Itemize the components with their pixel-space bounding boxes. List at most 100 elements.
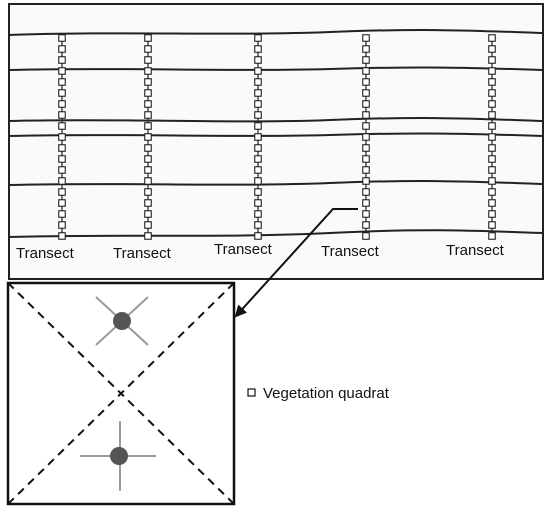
vegetation-quadrat xyxy=(144,232,152,240)
transect-2 xyxy=(144,34,152,240)
survey-line xyxy=(8,29,544,36)
transect-label-4: Transect xyxy=(321,243,380,260)
transect-label-1: Transect xyxy=(16,245,75,262)
transect-4 xyxy=(362,34,370,240)
vegetation-quadrat xyxy=(488,89,496,97)
vegetation-quadrat xyxy=(144,56,152,64)
legend: Vegetation quadrat xyxy=(247,385,390,402)
vegetation-quadrat xyxy=(144,221,152,229)
vegetation-quadrat xyxy=(58,210,66,218)
transect-1 xyxy=(58,34,66,240)
vegetation-quadrat xyxy=(488,155,496,163)
vegetation-quadrat xyxy=(362,111,370,119)
plant-marker xyxy=(80,421,156,491)
vegetation-quadrat xyxy=(58,155,66,163)
vegetation-quadrat xyxy=(58,78,66,86)
vegetation-quadrat xyxy=(488,78,496,86)
vegetation-quadrat xyxy=(58,111,66,119)
vegetation-quadrat xyxy=(144,122,152,130)
vegetation-quadrat xyxy=(254,45,262,53)
vegetation-quadrat xyxy=(488,67,496,75)
vegetation-quadrat xyxy=(362,67,370,75)
vegetation-quadrat xyxy=(488,188,496,196)
vegetation-quadrat xyxy=(362,78,370,86)
legend-label: Vegetation quadrat xyxy=(263,385,390,402)
survey-line xyxy=(8,66,544,71)
survey-lines xyxy=(8,29,544,238)
vegetation-quadrat xyxy=(144,188,152,196)
vegetation-quadrat xyxy=(58,89,66,97)
vegetation-quadrat xyxy=(58,56,66,64)
quadrat-detail xyxy=(6,281,236,506)
vegetation-quadrat xyxy=(58,144,66,152)
vegetation-quadrat xyxy=(254,56,262,64)
vegetation-quadrat xyxy=(254,188,262,196)
vegetation-quadrat xyxy=(362,155,370,163)
vegetation-quadrat xyxy=(488,166,496,174)
vegetation-quadrat xyxy=(58,45,66,53)
vegetation-quadrat xyxy=(254,210,262,218)
vegetation-quadrat xyxy=(362,188,370,196)
vegetation-quadrat xyxy=(488,34,496,42)
quadrat-diagonal xyxy=(7,282,235,505)
vegetation-quadrat xyxy=(362,210,370,218)
vegetation-quadrat xyxy=(144,166,152,174)
transect-label-2: Transect xyxy=(113,245,172,262)
vegetation-quadrat xyxy=(144,177,152,185)
vegetation-quadrat xyxy=(488,177,496,185)
vegetation-quadrat xyxy=(254,232,262,240)
vegetation-quadrat xyxy=(362,166,370,174)
transect-3 xyxy=(254,34,262,240)
vegetation-quadrat xyxy=(58,221,66,229)
vegetation-quadrat xyxy=(58,100,66,108)
vegetation-quadrat xyxy=(362,199,370,207)
vegetation-quadrat xyxy=(362,177,370,185)
vegetation-quadrat xyxy=(144,155,152,163)
vegetation-quadrat xyxy=(254,166,262,174)
quadrat-legend-icon xyxy=(247,388,256,397)
vegetation-quadrat xyxy=(362,221,370,229)
vegetation-quadrat xyxy=(488,232,496,240)
transects-group xyxy=(58,34,496,240)
vegetation-quadrat xyxy=(144,67,152,75)
vegetation-quadrat xyxy=(362,56,370,64)
vegetation-quadrat xyxy=(488,221,496,229)
vegetation-quadrat xyxy=(144,210,152,218)
vegetation-quadrat xyxy=(254,122,262,130)
vegetation-quadrat xyxy=(144,144,152,152)
plant-marker xyxy=(95,296,149,346)
vegetation-quadrat xyxy=(254,89,262,97)
vegetation-quadrat xyxy=(362,89,370,97)
transect-5 xyxy=(488,34,496,240)
study-area-frame xyxy=(8,3,544,280)
vegetation-quadrat xyxy=(488,122,496,130)
vegetation-quadrat xyxy=(58,232,66,240)
callout-arrow xyxy=(234,208,358,318)
vegetation-quadrat xyxy=(254,100,262,108)
vegetation-quadrat xyxy=(488,56,496,64)
vegetation-quadrat xyxy=(254,78,262,86)
vegetation-quadrat xyxy=(58,122,66,130)
vegetation-quadrat xyxy=(362,34,370,42)
vegetation-quadrat xyxy=(144,78,152,86)
survey-line xyxy=(8,132,544,137)
vegetation-quadrat xyxy=(58,34,66,42)
vegetation-quadrat xyxy=(254,199,262,207)
vegetation-quadrat xyxy=(254,155,262,163)
vegetation-quadrat xyxy=(58,133,66,141)
vegetation-quadrat xyxy=(144,199,152,207)
vegetation-quadrat xyxy=(58,188,66,196)
transect-label-5: Transect xyxy=(446,242,505,259)
vegetation-quadrat xyxy=(254,177,262,185)
vegetation-quadrat xyxy=(58,67,66,75)
vegetation-quadrat xyxy=(144,111,152,119)
survey-line xyxy=(8,229,544,238)
vegetation-quadrat xyxy=(144,34,152,42)
vegetation-quadrat xyxy=(362,45,370,53)
vegetation-quadrat xyxy=(488,144,496,152)
vegetation-quadrat xyxy=(144,89,152,97)
vegetation-quadrat xyxy=(362,232,370,240)
vegetation-quadrat xyxy=(362,100,370,108)
vegetation-quadrat xyxy=(58,199,66,207)
